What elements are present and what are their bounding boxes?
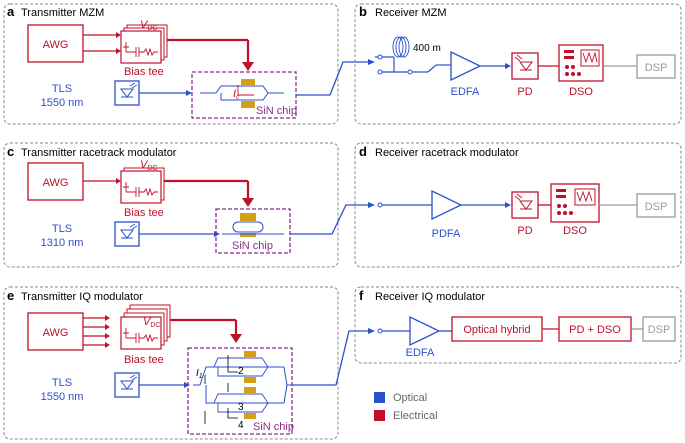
dsp-label-b: DSP [645, 62, 668, 74]
dsp-box-b [636, 54, 676, 79]
panel-e: e Transmitter IQ modulator AWG VDC Bias … [3, 286, 339, 440]
bias-tee-icon-c [120, 167, 165, 204]
panel-c: c Transmitter racetrack modulator AWG VD… [3, 142, 339, 268]
optical-link-ef [292, 330, 372, 386]
tls-wavelength-c: 1310 nm [41, 237, 84, 249]
awg-box-a [27, 24, 84, 63]
bias-tee-icon-e [120, 304, 171, 350]
legend-electrical-swatch [374, 410, 385, 421]
legend-optical-label: Optical [393, 392, 427, 404]
panel-c-title: Transmitter racetrack modulator [21, 147, 177, 159]
tls-wavelength-a: 1550 nm [41, 97, 84, 109]
sin-chip-c [215, 208, 291, 254]
optical-hybrid-label: Optical hybrid [463, 324, 530, 336]
panel-e-frame [3, 286, 339, 440]
panel-f: f Receiver IQ modulator EDFA Optical hyb… [354, 286, 682, 364]
bias-tee-label-c: Bias tee [124, 207, 164, 219]
bias-tee-label-a: Bias tee [124, 66, 164, 78]
dsp-label-f: DSP [648, 324, 671, 336]
racetrack-ring-icon [222, 213, 284, 237]
edfa-label-b: EDFA [451, 86, 480, 98]
iq-modulator-waveguide-icon [193, 351, 292, 424]
dsp-label-d: DSP [645, 201, 668, 213]
edfa-amplifier-icon-f [409, 315, 441, 347]
panel-d-letter: d [359, 144, 367, 159]
dsp-box-d [636, 193, 676, 218]
panel-f-title: Receiver IQ modulator [375, 291, 485, 303]
panel-f-frame [354, 286, 682, 364]
tls-label-a: TLS [52, 83, 72, 95]
dso-label-d: DSO [563, 225, 587, 237]
bias-tee-label-e: Bias tee [124, 354, 164, 366]
laser-icon-c [114, 221, 140, 247]
optical-hybrid-box [451, 316, 543, 342]
sin-chip-label-e: SiN chip [253, 421, 294, 433]
laser-icon-e [114, 372, 140, 398]
pd-label-b: PD [517, 86, 532, 98]
sin-chip-label-c: SiN chip [232, 240, 273, 252]
panel-d-frame [354, 142, 682, 268]
panel-d: d Receiver racetrack modulator PDFA PD D… [354, 142, 682, 268]
dsp-box-f [642, 316, 676, 342]
awg-box-c [27, 162, 84, 201]
legend: Optical Electrical [374, 392, 438, 422]
panel-e-letter: e [7, 288, 14, 303]
pdfa-amplifier-icon [431, 189, 463, 221]
optical-link-cd [290, 204, 372, 235]
pd-label-d: PD [517, 225, 532, 237]
edfa-amplifier-icon [450, 50, 482, 82]
awg-label-c: AWG [43, 177, 69, 189]
legend-electrical-label: Electrical [393, 410, 438, 422]
laser-icon-a [114, 80, 140, 106]
tls-label-e: TLS [52, 377, 72, 389]
ic-label-a: Ic [233, 88, 239, 101]
fiber-length-label: 400 m [413, 43, 441, 54]
optical-link-ab [296, 61, 372, 96]
panel-a-title: Transmitter MZM [21, 7, 104, 19]
awg-box-e [27, 312, 84, 351]
pd-dso-label: PD + DSO [569, 324, 621, 336]
tls-wavelength-e: 1550 nm [41, 391, 84, 403]
sin-chip-e [187, 347, 293, 435]
vdc-label-c: VDC [140, 159, 157, 172]
fiber-spool-icon [375, 36, 413, 75]
panel-e-title: Transmitter IQ modulator [21, 291, 143, 303]
panel-b-title: Receiver MZM [375, 7, 447, 19]
panel-a-letter: a [7, 4, 15, 19]
awg-label-a: AWG [43, 39, 69, 51]
edfa-label-f: EDFA [406, 347, 435, 359]
legend-optical-swatch [374, 392, 385, 403]
panel-f-letter: f [359, 288, 364, 303]
pdfa-label-d: PDFA [432, 228, 461, 240]
tls-label-c: TLS [52, 223, 72, 235]
oscilloscope-icon-b [558, 44, 604, 82]
n4-label-e: 4 [238, 420, 244, 431]
panel-c-frame [3, 142, 339, 268]
panel-b: b Receiver MZM 400 m EDFA PD [354, 3, 682, 125]
panel-c-letter: c [7, 144, 14, 159]
dso-label-b: DSO [569, 86, 593, 98]
oscilloscope-icon-d [550, 183, 600, 223]
panel-b-letter: b [359, 4, 367, 19]
sin-chip-label-a: SiN chip [256, 105, 297, 117]
bias-tee-icon-a [120, 24, 168, 64]
n2-label-e: 2 [238, 366, 244, 377]
panel-a-frame [3, 3, 339, 125]
panel-b-frame [354, 3, 682, 125]
i1-label-e: I1 [196, 368, 203, 380]
pd-dso-box [558, 316, 632, 342]
n3-label-e: 3 [238, 402, 244, 413]
photodiode-icon-d [511, 191, 539, 219]
photodiode-icon-b [511, 52, 539, 80]
awg-label-e: AWG [43, 327, 69, 339]
vdc-label-a: VDC [140, 19, 157, 32]
mzm-waveguide-icon-a [200, 79, 284, 108]
vdc-label-e: VDC [143, 316, 160, 329]
panel-a: a Transmitter MZM AWG VDC Bias tee TLS 1… [3, 3, 339, 125]
panel-d-title: Receiver racetrack modulator [375, 147, 519, 159]
